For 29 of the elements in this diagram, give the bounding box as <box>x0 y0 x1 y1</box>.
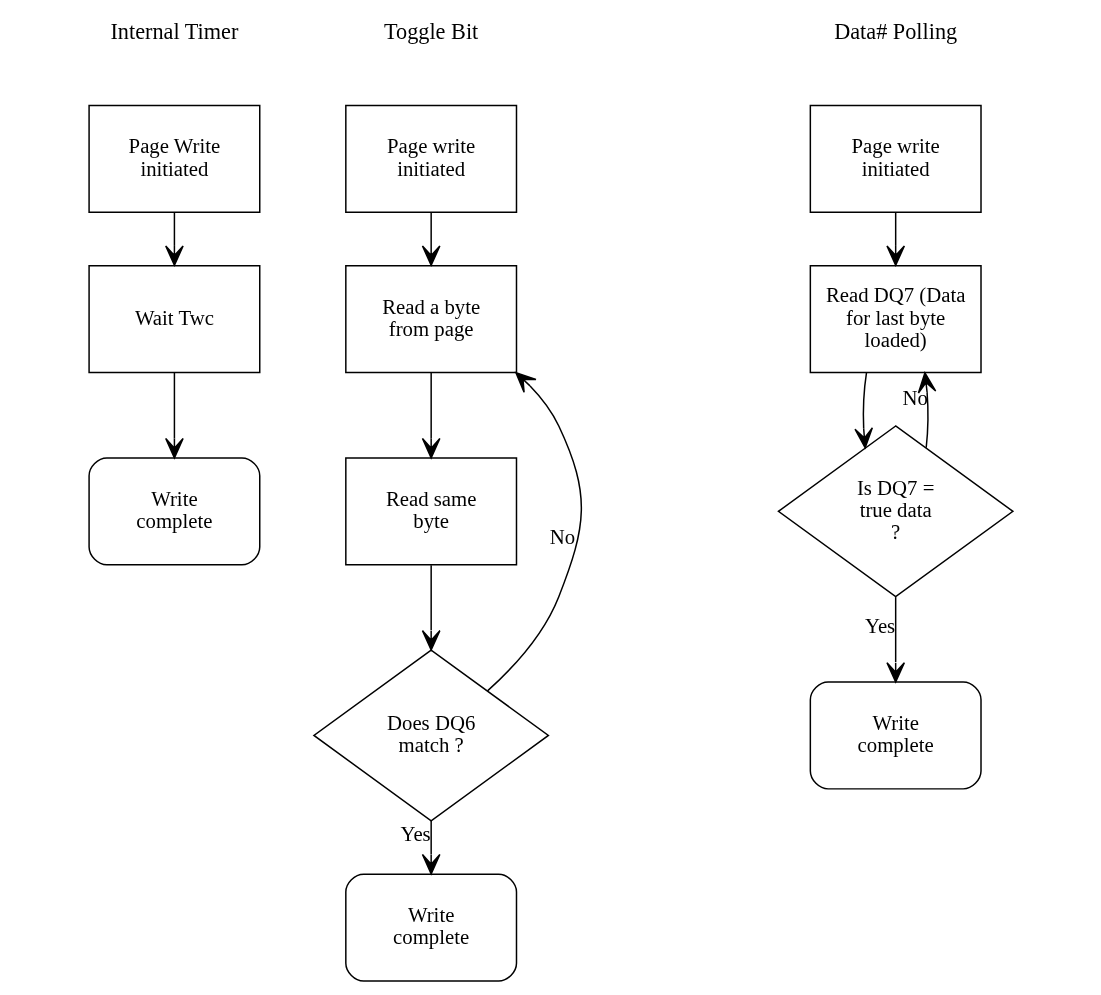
node-box: Write complete <box>87 456 260 565</box>
arrow <box>486 371 582 692</box>
node-box: Page write initiated <box>344 104 517 213</box>
label: Toggle Bit <box>383 18 478 44</box>
label: Internal Timer <box>109 18 238 44</box>
arrow <box>421 211 441 266</box>
arrow <box>164 371 184 459</box>
node-box: Read same byte <box>344 456 517 565</box>
node-box: Write complete <box>809 680 982 790</box>
label: Data# Polling <box>833 18 957 44</box>
node-box: Page write initiated <box>809 104 982 213</box>
arrow <box>421 564 441 651</box>
node-box: Wait Twc <box>87 264 260 373</box>
node-diamond: Does DQ6 match ? <box>312 648 550 822</box>
edge-label: No <box>549 524 575 548</box>
node-box: Read DQ7 (Data for last byte loaded) <box>809 264 982 373</box>
arrow <box>164 211 184 266</box>
node-box: Read a byte from page <box>344 264 517 373</box>
edge-label: No <box>902 385 928 409</box>
arrow <box>421 819 441 875</box>
arrow <box>885 211 905 266</box>
edge-label: Yes <box>864 613 895 637</box>
node-box: Page Write initiated <box>87 104 260 213</box>
edge-label: Yes <box>399 821 431 845</box>
arrow <box>853 371 873 448</box>
node-box: Write complete <box>344 872 517 982</box>
arrow <box>421 371 441 459</box>
arrow <box>885 595 905 683</box>
arrow <box>917 371 936 448</box>
